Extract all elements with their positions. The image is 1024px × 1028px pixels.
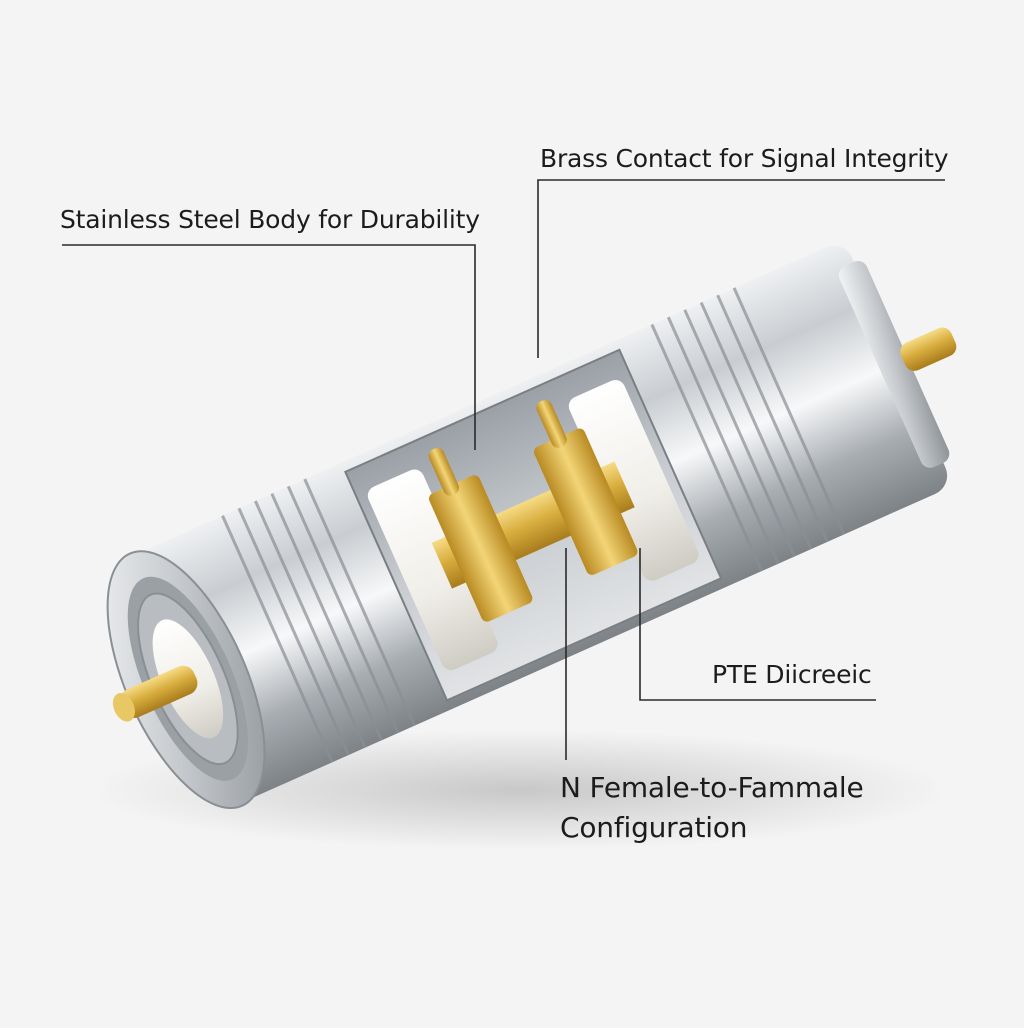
callout-steel-body: Stainless Steel Body for Durability [60,205,480,234]
right-center-pin [900,327,957,371]
brass-contact-right [534,428,638,575]
leader-steel-body [62,244,476,450]
ptfe-insulator-right [568,379,699,581]
callout-configuration-line2: Configuration [560,811,748,844]
left-pin-tip [112,692,135,722]
callout-dielectric: PTE Diicreeic [712,660,872,689]
left-center-pin [119,665,198,718]
leader-lines [62,179,945,760]
right-end-cap [838,261,950,468]
left-thread-grooves [221,478,416,763]
leader-brass-contact [537,179,945,358]
contact-pin-right [536,399,567,448]
brass-contact-left [429,475,533,622]
callout-configuration: N Female-to-Fammale Configuration [560,768,864,848]
leader-dielectric [639,548,876,701]
callout-brass-contact: Brass Contact for Signal Integrity [540,144,949,173]
contact-pin-left [428,447,460,496]
callout-configuration-line1: N Female-to-Fammale [560,771,864,804]
connector-body [106,245,957,810]
right-thread-grooves [650,287,846,572]
ptfe-insulator-left [367,469,498,671]
